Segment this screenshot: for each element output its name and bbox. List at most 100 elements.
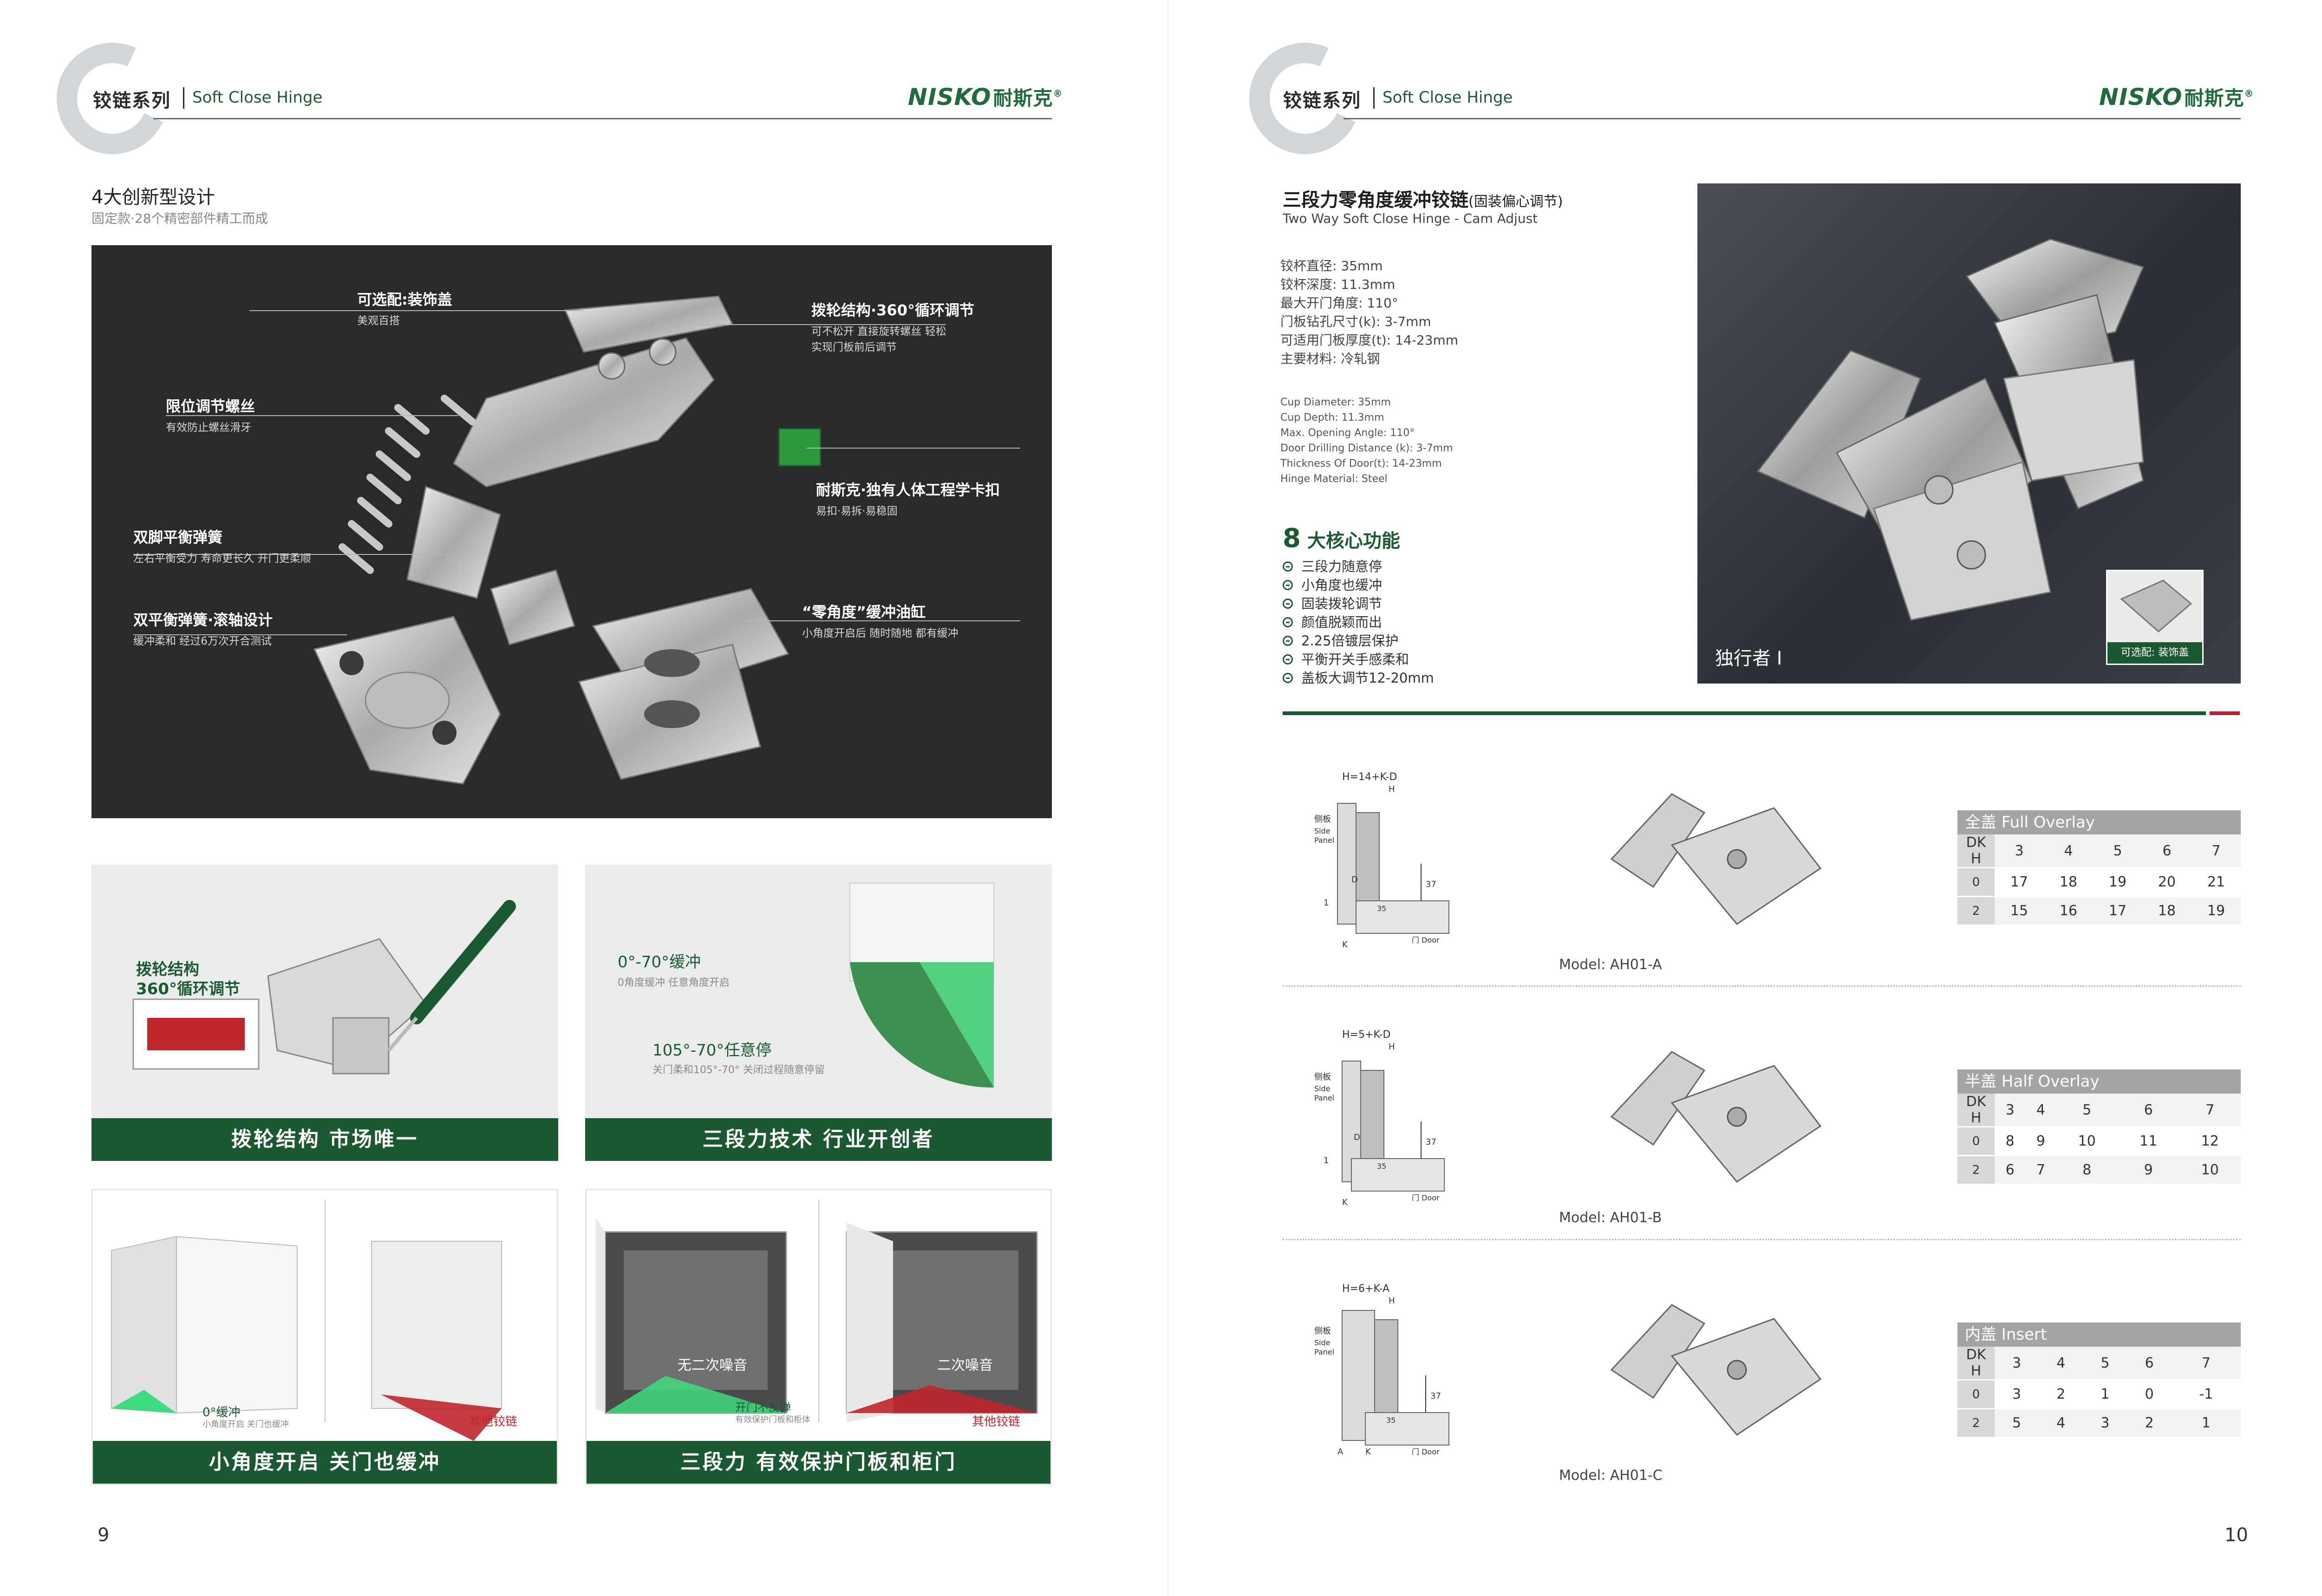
diagram-label-side-en: Side: [1314, 827, 1331, 835]
card-caption: 拨轮结构 市场唯一: [91, 1118, 558, 1161]
callout-desc: 可不松开 直接旋转螺丝 轻松 实现门板前后调节: [811, 326, 946, 353]
feature-text: 三段力随意停: [1301, 559, 1383, 574]
row-divider: [1283, 1239, 2241, 1240]
table-cell: 8: [1995, 1127, 2026, 1156]
table-cell: 21: [2192, 867, 2241, 897]
callout-desc: 左右平衡受力 寿命更长久 开门更柔顺: [133, 553, 311, 565]
brand-logo-en: NISKO: [2099, 84, 2183, 111]
brand-logo-en: NISKO: [908, 84, 991, 111]
diagram-label-a: A: [1337, 1447, 1344, 1457]
table-cell: 2: [2039, 1380, 2083, 1409]
installation-diagram-c: H=6+K-A H 侧板 Side Panel 37 35 A K 门 Door: [1314, 1283, 1449, 1457]
header-series-en: Soft Close Hinge: [192, 88, 323, 107]
angle-illustration: [849, 883, 994, 1088]
spec-item: 主要材料: 冷轧钢: [1280, 351, 1380, 366]
header-series: 铰链系列: [93, 90, 171, 111]
table-cell: 17: [1995, 867, 2044, 897]
callout-title: 限位调节螺丝: [166, 397, 255, 415]
card-caption: 三段力 有效保护门板和柜门: [587, 1441, 1050, 1484]
product-title-suffix: (固装偏心调节): [1468, 194, 1563, 210]
table-cell: 19: [2192, 896, 2241, 926]
diagram-label-d: D: [1351, 875, 1358, 885]
feature-card-three-stage: 0°-70°缓冲 0角度缓冲 任意角度开启 105°-70°任意停 关门柔和10…: [585, 865, 1052, 1161]
table-row: 0 3 2 1 0 -1: [1957, 1380, 2241, 1409]
spec-item: Door Drilling Distance (k): 3-7mm: [1280, 443, 1453, 454]
table-cell: 6: [1995, 1155, 2026, 1185]
left-page: 铰链系列 Soft Close Hinge NISKO耐斯克® 4大创新型设计 …: [41, 27, 1063, 1546]
minus-circle-icon: [1283, 599, 1293, 609]
card-label: 其他铰链: [469, 1415, 518, 1429]
specs-cn: 铰杯直径: 35mm 铰杯深度: 11.3mm 最大开门角度: 110° 门板钻…: [1280, 257, 1458, 368]
callout-limit-screw: 限位调节螺丝有效防止螺丝滑牙: [166, 395, 255, 436]
minus-circle-icon: [1283, 561, 1293, 572]
table-cell: 5: [1995, 1408, 2039, 1438]
product-title-main: 三段力零角度缓冲铰链: [1283, 189, 1468, 211]
brand-logo: NISKO耐斯克®: [2099, 83, 2254, 111]
hinge-photo-illustration: [1756, 238, 2145, 621]
product-photo: 独行者 I 可选配: 装饰盖: [1697, 183, 2241, 684]
feature-text: 盖板大调节12-20mm: [1301, 670, 1434, 686]
callout-title: 双平衡弹簧·滚轴设计: [133, 611, 273, 629]
diagram-label-one: 1: [1324, 1156, 1329, 1166]
table-k-value: 4: [2039, 1347, 2083, 1381]
leader-line: [133, 634, 347, 635]
table-cell: 4: [2039, 1408, 2083, 1438]
model-label: Model: AH01-B: [1559, 1210, 1662, 1226]
leader-line: [807, 448, 1020, 449]
card-label: 开门不反弹: [735, 1401, 791, 1414]
corner-k: K: [1976, 1094, 1986, 1110]
callout-title: 拨轮结构·360°循环调节: [811, 301, 974, 319]
feature-item: 小角度也缓冲: [1283, 576, 1434, 594]
header-rule: [153, 118, 1052, 119]
spec-item: Max. Opening Angle: 110°: [1280, 427, 1415, 439]
corner-d: D: [1966, 1347, 1977, 1363]
hinge-product-image-b: [1610, 1051, 1822, 1183]
diagram-label-door: 门 Door: [1412, 1193, 1440, 1202]
callout-title: “零角度”缓冲油缸: [802, 603, 926, 621]
table-cell: 0: [2127, 1380, 2172, 1409]
diagram-dim-37: 37: [1426, 879, 1436, 889]
diagram-dim-35: 35: [1386, 1416, 1396, 1425]
callout-desc: 缓冲柔和 经过6万次开合测试: [133, 635, 272, 647]
model-label: Model: AH01-C: [1559, 1467, 1663, 1484]
corner-d: D: [1966, 1094, 1977, 1110]
section-title: 4大创新型设计: [91, 187, 215, 208]
table-d-value: 2: [1957, 896, 1995, 926]
card-desc: 小角度开启 关门也缓冲: [202, 1420, 289, 1429]
table-cell: 1: [2083, 1380, 2127, 1409]
diagram-label-side-cn: 侧板: [1314, 814, 1331, 824]
table-cell: 3: [1995, 1380, 2039, 1409]
corner-k: K: [1976, 1347, 1986, 1363]
diagram-formula: H=5+K-D: [1342, 1029, 1390, 1041]
diagram-label-side-en: Panel: [1314, 1348, 1334, 1356]
table-cell: 10: [2056, 1127, 2118, 1156]
spec-item: 可适用门板厚度(t): 14-23mm: [1280, 332, 1459, 348]
section-subtitle: 固定款·28个精密部件精工而成: [91, 211, 268, 226]
corner-h: H: [1970, 1110, 1982, 1126]
page-number: 10: [2224, 1524, 2248, 1546]
table-k-value: 4: [2044, 834, 2093, 868]
product-title: 三段力零角度缓冲铰链(固装偏心调节): [1283, 185, 1563, 212]
diagram-label-h: H: [1389, 1296, 1395, 1306]
divider-red: [2210, 711, 2240, 715]
spec-item: Cup Diameter: 35mm: [1280, 397, 1391, 408]
table-d-value: 0: [1957, 867, 1995, 897]
diagram-formula: H=14+K-D: [1342, 771, 1397, 783]
diagram-formula: H=6+K-A: [1342, 1283, 1389, 1295]
exploded-view-panel: 可选配:装饰盖美观百搭 拨轮结构·360°循环调节可不松开 直接旋转螺丝 轻松 …: [91, 245, 1052, 818]
spec-item: 门板钻孔尺寸(k): 3-7mm: [1280, 314, 1431, 329]
card-desc: 0角度缓冲 任意角度开启: [618, 977, 730, 989]
card-desc: 有效保护门板和柜体: [735, 1415, 810, 1425]
table-d-value: 0: [1957, 1127, 1995, 1156]
card-caption: 小角度开启 关门也缓冲: [93, 1441, 557, 1484]
feature-item: 固装拨轮调节: [1283, 594, 1434, 613]
hinge-product-image-a: [1610, 793, 1822, 925]
features-heading: 8 大核心功能: [1283, 523, 1400, 554]
overlay-table-title: 半盖 Half Overlay: [1957, 1069, 2241, 1094]
